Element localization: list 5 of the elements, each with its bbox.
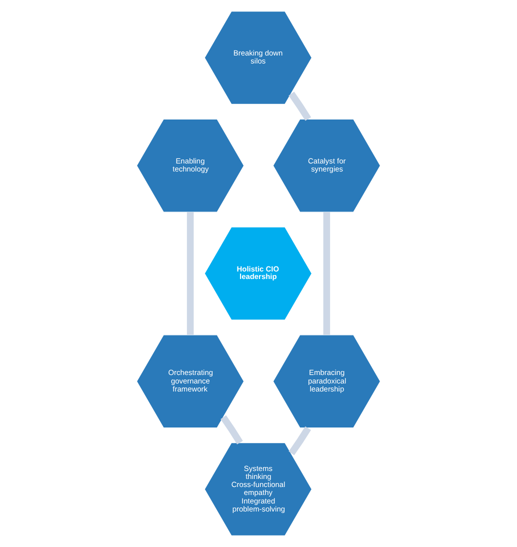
connector — [288, 426, 311, 456]
connector — [220, 415, 243, 444]
connector — [323, 212, 330, 335]
connector — [186, 212, 194, 335]
connector — [288, 92, 312, 121]
